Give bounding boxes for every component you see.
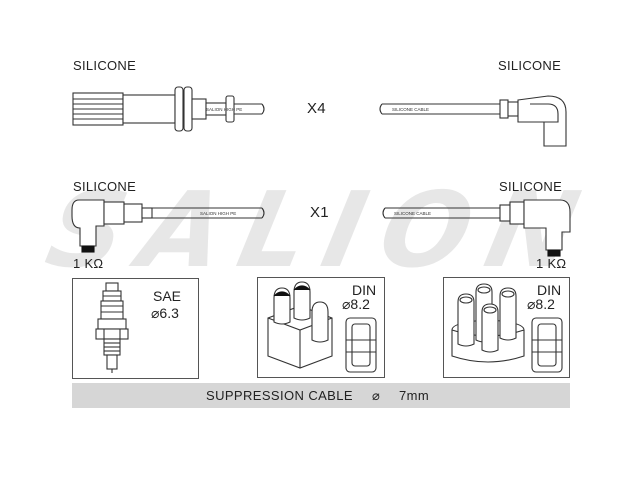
top-right-angled-connector [379,95,567,147]
sae-standard-label: SAE [153,288,182,304]
resistor-right-label: 1 KΩ [536,256,567,271]
din-connector-left-box: DIN ⌀8.2 [257,277,385,378]
cable-print-top-left: SALION HIGH PE [206,107,242,112]
suppression-diameter-value: 7mm [399,388,430,403]
mid-right-angled-connector [382,199,571,257]
suppression-diameter-symbol: ⌀ [372,387,381,403]
sae-connector-box: SAE ⌀6.3 [72,278,199,379]
din-left-size-label: ⌀8.2 [342,296,370,312]
sae-size-label: ⌀6.3 [151,305,179,321]
top-left-straight-connector [72,86,265,132]
din-connector-right-box: DIN ⌀8.2 [443,277,570,378]
cable-print-top-right: SILICONE CABLE [392,107,429,112]
mid-left-angled-connector [71,199,265,253]
din-distributor-right-illustration [451,283,563,373]
quantity-mid-label: X1 [310,204,329,221]
resistor-left-label: 1 KΩ [73,256,104,271]
din-right-size-label: ⌀8.2 [527,296,555,312]
top-left-material-label: SILICONE [73,58,137,73]
top-right-material-label: SILICONE [498,58,562,73]
suppression-cable-bar: SUPPRESSION CABLE ⌀ 7mm [72,383,570,408]
mid-left-material-label: SILICONE [73,179,137,194]
mid-right-material-label: SILICONE [499,179,563,194]
cable-print-mid-right: SILICONE CABLE [394,211,431,216]
din-left-standard-label: DIN [352,282,377,298]
sae-connector-illustration [95,282,129,373]
din-distributor-left-illustration [267,281,377,373]
cable-print-mid-left: SALION HIGH PE [200,211,236,216]
din-right-standard-label: DIN [537,282,562,298]
suppression-cable-label: SUPPRESSION CABLE [206,388,353,403]
quantity-top-label: X4 [307,100,326,117]
